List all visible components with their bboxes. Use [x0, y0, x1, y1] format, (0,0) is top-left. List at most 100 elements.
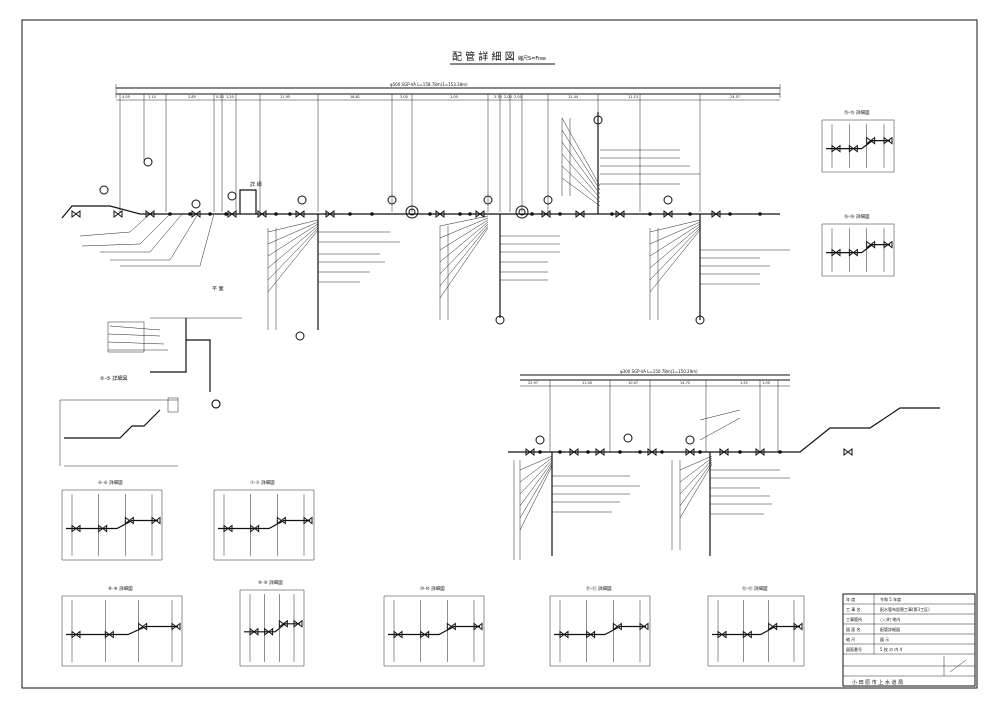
valve-icon: [325, 210, 335, 218]
mini-detail-8: ⑪-⑪ 詳細図: [549, 585, 651, 667]
mini-detail-7: ⑩-⑩ 詳細図: [383, 585, 485, 667]
air-valve-symbol: [405, 205, 419, 219]
fitting-icon: [224, 212, 228, 216]
fitting-icon: [208, 212, 212, 216]
top-dim-label: 2.85: [188, 95, 196, 99]
fitting-icon: [288, 212, 292, 216]
bottom-dim-label: 1.00: [762, 381, 770, 385]
title-block-key: 図面番号: [846, 646, 862, 652]
mini-detail-3: ⑥-⑥ 詳細図: [61, 479, 163, 561]
title-block-value: 配水管布設替工事(第3工区): [880, 606, 930, 612]
valve-icon: [104, 630, 114, 639]
valve-icon: [293, 619, 303, 628]
mini-detail-title: ⑫-⑫ 詳細図: [742, 585, 768, 592]
reference-bubble: [593, 115, 603, 125]
bottom-leader-bundle-1: [513, 452, 640, 560]
plan-label: 平 面: [212, 286, 224, 292]
fitting-icon: [558, 450, 562, 454]
valve-icon: [473, 622, 483, 631]
fitting-icon: [370, 212, 374, 216]
mini-detail-title: ⑥-⑥ 詳細図: [98, 479, 123, 486]
valve-icon: [71, 630, 81, 639]
fitting-icon: [428, 212, 432, 216]
reference-bubble: [191, 199, 201, 209]
top-dim-label: 1.00: [450, 95, 458, 99]
valve-icon: [278, 619, 288, 628]
mini-detail-title: ⑨-⑨ 詳細図: [258, 579, 283, 586]
bottom-main-pipe-label: φ300 SGP-VA L=150.78m(1=150.29m): [620, 369, 698, 374]
fitting-icon: [638, 450, 642, 454]
left-detail-box: ⑤-⑤ 詳細図: [59, 375, 179, 467]
fitting-icon: [468, 212, 472, 216]
top-main-pipe-label: φ500 SGP-VA L=158.78m(1=153.38m): [390, 82, 468, 87]
valve-icon: [171, 622, 181, 631]
valve-icon: [569, 448, 579, 456]
bottom-dim-label: 1.52: [740, 381, 748, 385]
title-block: 年 度令和 5 年度工 事 名配水管布設替工事(第3工区)工事箇所○○町 地内図…: [842, 593, 976, 687]
fitting-icon: [778, 450, 782, 454]
fitting-icon: [558, 212, 562, 216]
fitting-icon: [586, 450, 590, 454]
top-leader-bundle-3: [561, 112, 700, 214]
valve-icon: [276, 516, 286, 525]
valve-icon: [138, 622, 148, 631]
valve-icon: [435, 210, 445, 218]
top-left-leaders: [79, 213, 215, 267]
bottom-dim-label: 11.00: [582, 381, 592, 385]
bottom-dim-label: 14.72: [680, 381, 690, 385]
fitting-icon: [610, 212, 614, 216]
riser-label: 詳 細: [250, 181, 262, 188]
top-dim-label: 2.00: [504, 95, 512, 99]
valve-icon: [866, 136, 876, 145]
fitting-icon: [758, 212, 762, 216]
valve-icon: [639, 622, 649, 631]
valve-icon: [249, 627, 259, 636]
title-block-value: ○○町 地内: [880, 616, 900, 622]
title-block-key: 年 度: [846, 596, 855, 602]
fitting-icon: [348, 212, 352, 216]
sheet-border: [21, 19, 978, 689]
top-dim-label: 3.00: [400, 95, 408, 99]
valve-icon: [595, 448, 605, 456]
valve-icon: [98, 524, 108, 533]
valve-icon: [793, 622, 803, 631]
fitting-icon: [458, 212, 462, 216]
title-block-value: 5 枚 の 内 4: [880, 646, 903, 652]
top-dim-label: 1.10: [148, 95, 156, 99]
plan-detail: 平 面: [107, 286, 242, 409]
top-pipe-run: 詳 細: [61, 181, 780, 219]
valve-icon: [768, 622, 778, 631]
reference-bubble: [495, 315, 505, 325]
valve-icon: [831, 248, 841, 257]
top-dim-label: 24.57: [730, 95, 740, 99]
mini-detail-title: ⑦-⑦ 詳細図: [250, 479, 275, 486]
valve-icon: [843, 448, 853, 456]
riser-section: [239, 189, 257, 214]
reference-bubble: [543, 195, 553, 205]
valve-icon: [257, 210, 267, 218]
title-block-footer: 小 田 原 市 上 水 道 局: [852, 679, 903, 686]
fitting-icon: [188, 212, 192, 216]
valve-icon: [71, 524, 81, 533]
valve-icon: [71, 210, 81, 218]
mini-detail-title: ⑧-⑧ 詳細図: [108, 585, 133, 592]
fitting-icon: [738, 450, 742, 454]
valve-icon: [303, 516, 313, 525]
valve-icon: [295, 210, 305, 218]
valve-icon: [586, 630, 596, 639]
reference-bubble: [99, 185, 109, 195]
title-block-value: 図 示: [880, 637, 889, 642]
valve-icon: [883, 136, 893, 145]
valve-icon: [831, 144, 841, 153]
valve-icon: [755, 448, 765, 456]
reference-bubble: [295, 331, 305, 341]
bottom-main-pipe: φ300 SGP-VA L=150.78m(1=150.29m) 22.97 11…: [520, 369, 790, 452]
bottom-dim-label: 22.97: [528, 381, 538, 385]
valve-icon: [612, 622, 622, 631]
reference-bubble: [143, 157, 153, 167]
title-block-key: 工 事 名: [846, 606, 861, 612]
bottom-leader-bundle-2: [671, 409, 790, 556]
reference-bubble: [227, 191, 237, 201]
